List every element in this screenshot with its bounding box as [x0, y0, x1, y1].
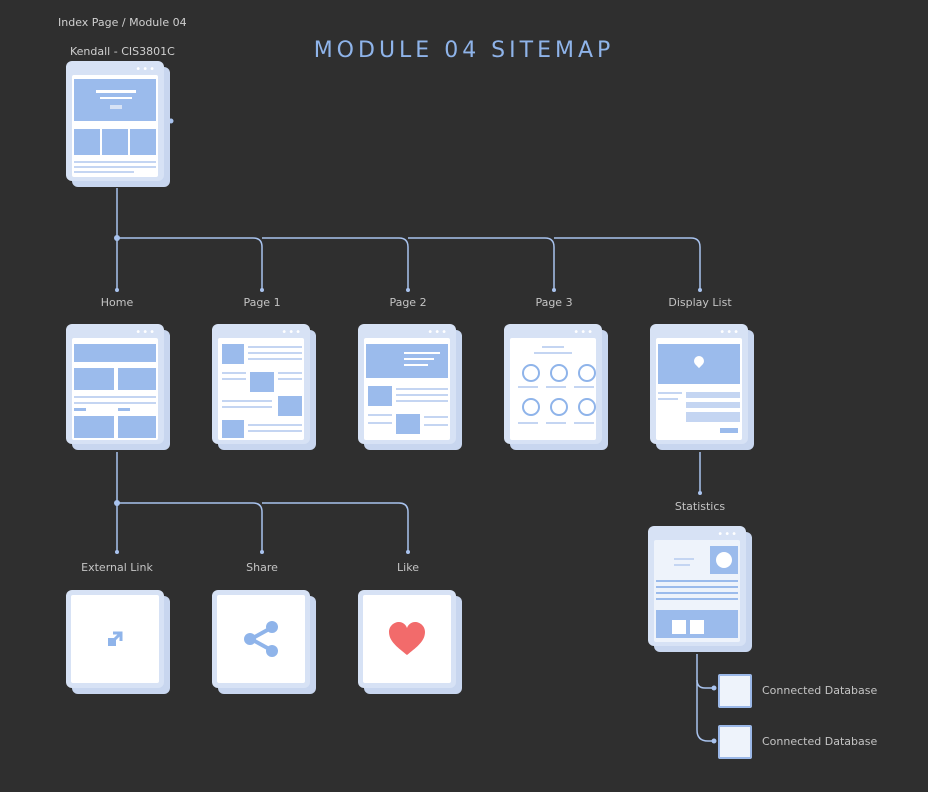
- window-dots: •••: [281, 327, 302, 338]
- label-statistics: Statistics: [674, 500, 726, 513]
- pie-chart-icon: [716, 552, 732, 568]
- window-dots: •••: [717, 529, 738, 540]
- label-external-link: External Link: [81, 561, 153, 574]
- index-page-card[interactable]: •••: [66, 61, 170, 187]
- page1-card[interactable]: •••: [212, 324, 316, 450]
- display-list-card[interactable]: •••: [650, 324, 754, 450]
- label-page2: Page 2: [389, 296, 427, 309]
- label-home: Home: [100, 296, 134, 309]
- page-title: MODULE 04 SITEMAP: [313, 38, 615, 63]
- page3-card[interactable]: •••: [504, 324, 608, 450]
- external-link-button[interactable]: [66, 590, 170, 694]
- label-display-list: Display List: [668, 296, 732, 309]
- like-button[interactable]: [358, 590, 462, 694]
- share-icon: [244, 621, 278, 657]
- external-link-icon: [108, 631, 123, 646]
- course-subtitle: Kendall - CIS3801C: [70, 45, 175, 58]
- page2-card[interactable]: •••: [358, 324, 462, 450]
- statistics-card[interactable]: •••: [648, 526, 752, 652]
- label-page1: Page 1: [243, 296, 281, 309]
- heart-icon: [389, 622, 425, 655]
- window-dots: •••: [135, 64, 156, 75]
- breadcrumb[interactable]: Index Page / Module 04: [58, 16, 187, 29]
- database-box[interactable]: [718, 674, 752, 708]
- label-page3: Page 3: [535, 296, 573, 309]
- label-like: Like: [397, 561, 419, 574]
- window-dots: •••: [135, 327, 156, 338]
- database-label: Connected Database: [762, 684, 878, 697]
- window-dots: •••: [719, 327, 740, 338]
- database-label: Connected Database: [762, 735, 878, 748]
- database-box[interactable]: [718, 725, 752, 759]
- window-dots: •••: [427, 327, 448, 338]
- share-button[interactable]: [212, 590, 316, 694]
- label-share: Share: [246, 561, 278, 574]
- window-dots: •••: [573, 327, 594, 338]
- home-page-card[interactable]: •••: [66, 324, 170, 450]
